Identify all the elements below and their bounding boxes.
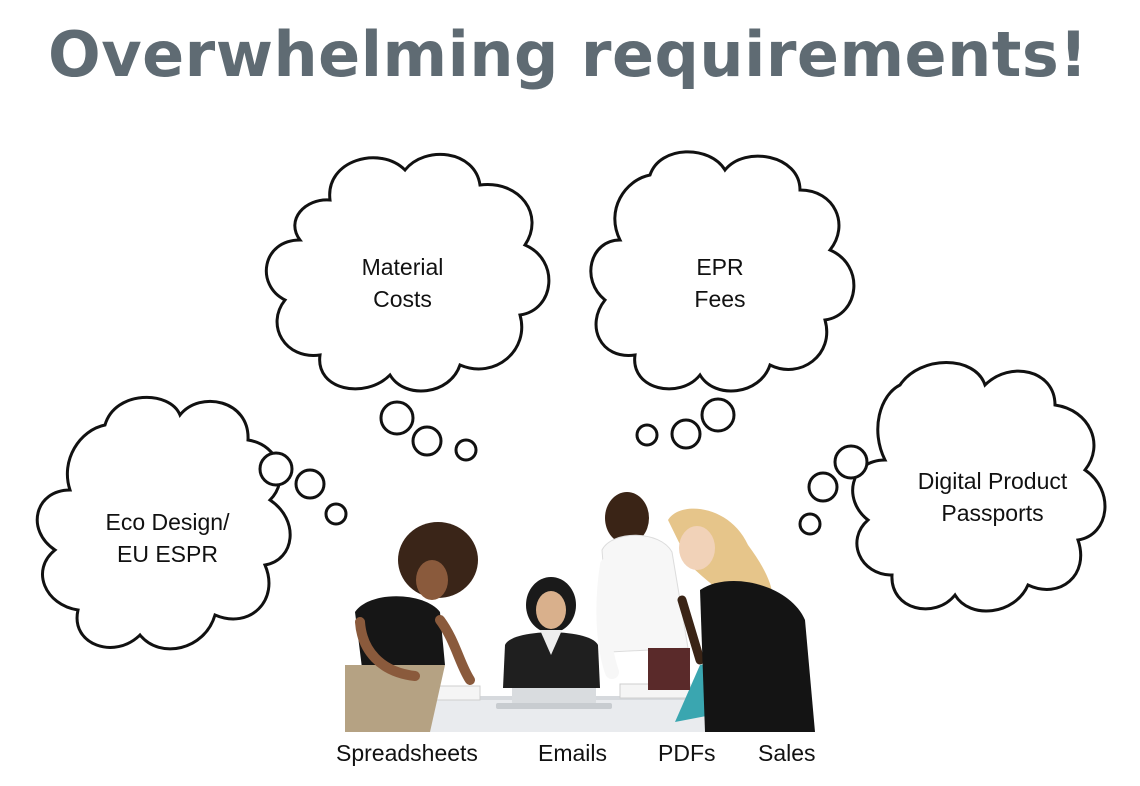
thought-cloud-eco-design	[35, 395, 348, 651]
office-scene-photo	[345, 492, 815, 732]
page-title: Overwhelming requirements!	[48, 18, 1089, 91]
caption-spreadsheets: Spreadsheets	[336, 740, 478, 766]
person-center	[503, 577, 600, 688]
cloud-label-digital-product-passports: Digital Product Passports	[917, 468, 1068, 526]
cloud-label-eco-design: Eco Design/ EU ESPR	[105, 509, 230, 567]
person-blonde	[668, 508, 815, 732]
thought-cloud-digital-product-passports	[798, 361, 1107, 613]
cloud-label-material-costs: Material Costs	[361, 254, 444, 312]
person-left	[345, 522, 478, 732]
person-man	[596, 492, 705, 690]
caption-sales: Sales	[758, 740, 816, 766]
thought-cloud-material-costs	[264, 153, 551, 462]
cloud-label-epr-fees: EPR Fees	[694, 254, 746, 312]
caption-emails: Emails	[538, 740, 608, 766]
caption-pdfs: PDFs	[658, 740, 716, 766]
thought-cloud-epr-fees	[589, 150, 856, 450]
